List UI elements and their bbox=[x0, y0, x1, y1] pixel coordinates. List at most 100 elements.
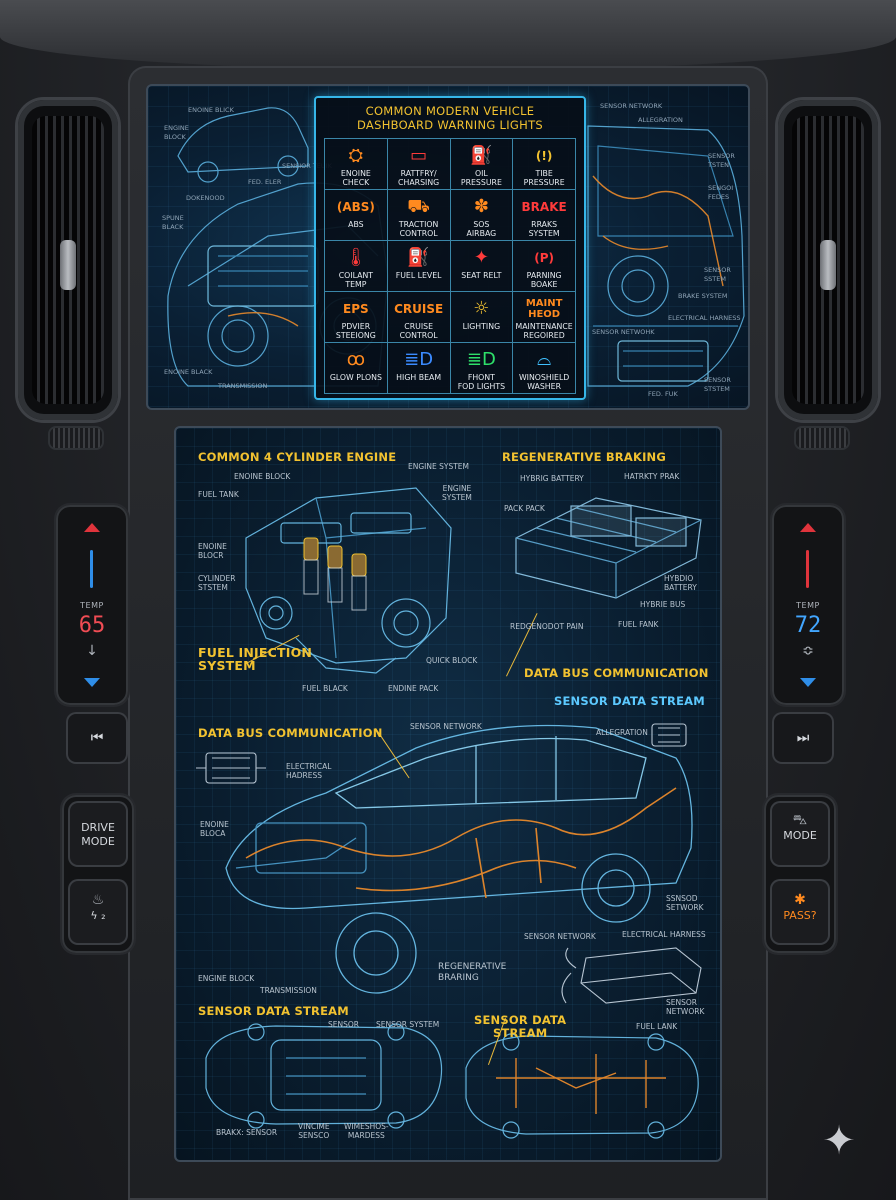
sensor-stream-title: SENSOR DATA STREAM bbox=[554, 694, 705, 708]
label-hatrkty-prak: HATRKTY PRAK bbox=[624, 472, 680, 481]
label-allegration: ALLEGRATION bbox=[638, 116, 683, 124]
warning-light-label: TRACTION CONTROL bbox=[398, 220, 439, 238]
warning-light-high-beam: ≣D HIGH BEAM bbox=[387, 343, 451, 394]
parking-brake-icon: (P) bbox=[534, 251, 554, 265]
temp-down-icon[interactable] bbox=[84, 678, 100, 687]
label-sensod-setwork: SSNSOD SETWORK bbox=[666, 894, 704, 912]
engine-icon: ⛭ bbox=[348, 145, 364, 166]
passenger-airbag-icon: ✱ bbox=[794, 892, 806, 908]
cruise-icon: CRUISE bbox=[394, 302, 444, 316]
lower-blueprint-drawing bbox=[196, 487, 702, 1139]
vent-knob[interactable] bbox=[60, 240, 76, 290]
label-engine-block-2: ENOINE BLOCR bbox=[198, 542, 227, 560]
label-engine-black: ENOINE BLACK bbox=[164, 368, 213, 376]
temp-label: TEMP bbox=[796, 601, 820, 610]
label-engine-system-2: ENGINE SYSTEM bbox=[442, 484, 472, 502]
warning-light-label: GLOW PLONS bbox=[329, 373, 382, 382]
sensor-stream-title-left: SENSOR DATA STREAM bbox=[198, 1004, 349, 1018]
label-brake-sensor: BRAKX: SENSOR bbox=[216, 1128, 278, 1137]
warning-light-label: RATTFRY/ CHARSING bbox=[398, 169, 440, 187]
warning-light-label: MAINTENANCE REGOIRED bbox=[515, 322, 573, 340]
temp-label: TEMP bbox=[80, 601, 104, 610]
data-bus-title-right: DATA BUS COMMUNICATION bbox=[524, 666, 709, 680]
passenger-airbag-button[interactable]: ✱ PASS? bbox=[770, 879, 830, 945]
warning-light-traction: ⛟TRACTION CONTROL bbox=[387, 190, 451, 241]
label-transmission: TRANSMISSION bbox=[218, 382, 268, 390]
label-cylinder-system: CYLINDER STSTEM bbox=[198, 574, 236, 592]
warning-light-label: WINOSHIELD WASHER bbox=[518, 373, 570, 391]
label-sensor-tsten: SENSOR TSTEN bbox=[708, 152, 735, 169]
lighting-icon: ☼ bbox=[473, 298, 490, 319]
label-transmission: TRANSMISSION bbox=[260, 986, 317, 995]
previous-track-button[interactable]: ⏮ bbox=[66, 712, 128, 764]
label-engine-system: ENGINE SYSTEM bbox=[408, 462, 469, 471]
label-fuel-lank: FUEL LANK bbox=[636, 1022, 678, 1031]
warning-light-label: PDVIER STEEIONG bbox=[335, 322, 376, 340]
right-temp-control[interactable]: TEMP 72 ≎ bbox=[772, 505, 844, 705]
warning-light-label: COILANT TEMP bbox=[338, 271, 374, 289]
seat-heat-label: ϟ ₂ bbox=[90, 909, 106, 922]
fog-light-icon: ≣D bbox=[466, 349, 496, 370]
left-air-vent[interactable] bbox=[18, 100, 118, 420]
vent-knob[interactable] bbox=[820, 240, 836, 290]
label-quick-block: QUICK BLOCK bbox=[426, 656, 478, 665]
label-sensor-netwohk: SENSOR NETWOHK bbox=[592, 328, 655, 336]
label-block: BLOCK bbox=[164, 133, 186, 141]
warning-panel-title: COMMON MODERN VEHICLE DASHBOARD WARNING … bbox=[316, 104, 584, 132]
warning-light-airbag: ✽SOS AIRBAG bbox=[450, 190, 514, 241]
battery-icon: ▭ bbox=[410, 145, 428, 166]
fan-icon: ≎ bbox=[802, 643, 814, 659]
warning-light-abs: (ABS)ABS bbox=[325, 190, 388, 241]
maint-icon: MAINT HEOD bbox=[525, 298, 563, 320]
high-beam-icon: ≣D bbox=[404, 349, 434, 370]
right-vent-wheel[interactable] bbox=[796, 428, 848, 448]
next-track-button[interactable]: ⏭ bbox=[772, 712, 834, 764]
lower-display[interactable]: COMMON 4 CYLINDER ENGINE REGENERATIVE BR… bbox=[174, 426, 722, 1162]
right-air-vent[interactable] bbox=[778, 100, 878, 420]
mode-button[interactable]: ⛍ MODE bbox=[770, 801, 830, 867]
label-dockwood: DOKENOOD bbox=[186, 194, 225, 202]
label-sensor-sstem: SENSOR SSTEM bbox=[704, 266, 731, 283]
left-vent-wheel[interactable] bbox=[50, 428, 102, 448]
label-sengoi-fedes: SENGOI FEDES bbox=[708, 184, 734, 201]
warning-light-label: ABS bbox=[348, 220, 364, 229]
coolant-icon: 🌡 bbox=[344, 247, 368, 268]
seat-heat-button[interactable]: ♨ ϟ ₂ bbox=[68, 879, 128, 945]
label-allegration: ALLEGRATION bbox=[596, 728, 648, 737]
drive-mode-label: DRIVE MODE bbox=[81, 821, 115, 848]
warning-light-fog-light: ≣D FHONT FOD LIGHTS bbox=[450, 343, 514, 394]
down-arrow-icon: ↓ bbox=[86, 643, 98, 659]
label-hybrid-battery-2: HYBDIO BATTERY bbox=[664, 574, 697, 592]
right-mode-panel: ⛍ MODE ✱ PASS? bbox=[764, 795, 836, 953]
fuel-icon: ⛽ bbox=[407, 247, 430, 268]
warning-title-line2: DASHBOARD WARNING LIGHTS bbox=[356, 118, 544, 132]
label-fed-fuk: FED. FUK bbox=[648, 390, 678, 398]
warning-light-label: HIGH BEAM bbox=[396, 373, 442, 382]
label-engine: ENGINE bbox=[164, 124, 189, 132]
left-temp-control[interactable]: TEMP 65 ↓ bbox=[56, 505, 128, 705]
label-sensor-system: SENSOR SYSTEM bbox=[376, 1020, 440, 1029]
label-fuel-fank: FUEL FANK bbox=[618, 620, 659, 629]
warning-light-engine: ⛭ENOINE CHECK bbox=[325, 139, 388, 190]
warning-light-label: FHONT FOD LIGHTS bbox=[457, 373, 506, 391]
seatbelt-icon: ✦ bbox=[473, 247, 489, 268]
warning-light-oil-can: ⛽OIL PRESSURE bbox=[450, 139, 514, 190]
mode-label: MODE bbox=[783, 829, 817, 842]
drive-mode-button[interactable]: DRIVE MODE bbox=[68, 801, 128, 867]
label-engine-bloca: ENOINE BLOCA bbox=[200, 820, 229, 838]
temp-up-icon[interactable] bbox=[800, 523, 816, 532]
label-fuel-tank: FUEL TANK bbox=[198, 490, 239, 499]
temp-down-icon[interactable] bbox=[800, 678, 816, 687]
label-wimeshos-mardess: WIMESHOS- MARDESS bbox=[344, 1122, 389, 1140]
warning-title-line1: COMMON MODERN VEHICLE bbox=[365, 104, 535, 118]
temp-indicator-bar bbox=[90, 550, 93, 588]
temp-up-icon[interactable] bbox=[84, 523, 100, 532]
glow-plug-icon: ꝏ bbox=[346, 349, 366, 370]
upper-display[interactable]: ENOINE BLICK ENGINE BLOCK SENSIOR TEUIK … bbox=[146, 84, 750, 410]
label-regen-braring: REGENERATIVE BRARING bbox=[438, 962, 507, 983]
brake-text-icon: BRAKE bbox=[521, 200, 567, 214]
warning-light-washer: ⌓WINOSHIELD WASHER bbox=[513, 343, 576, 394]
label-electrical-harness: ELECTRICAL HARNESS bbox=[668, 314, 741, 322]
